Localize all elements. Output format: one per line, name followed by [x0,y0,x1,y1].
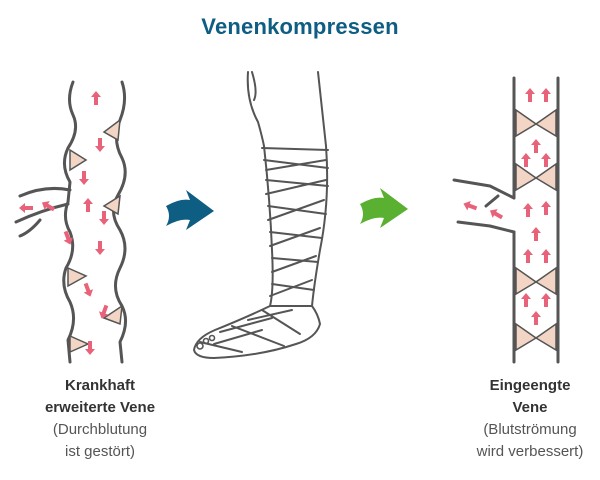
blood-flow-arrow-icon [523,249,533,263]
diagram-title: Venenkompressen [201,14,399,39]
caption-dilated-vein: Krankhaft erweiterte Vene (Durchblutung … [20,375,180,463]
caption-right-line3: (Blutströmung [483,421,577,438]
caption-narrowed-vein: Eingeengte Vene (Blutströmung wird verbe… [455,375,600,463]
blood-flow-arrow-icon [95,241,105,255]
vein-valves-left [67,118,123,354]
caption-right-line4: wird verbessert) [476,443,584,460]
caption-right-line2: Vene [512,399,548,416]
blood-flow-arrow-icon [541,201,551,215]
bandaged-leg-icon [193,71,329,359]
toes [196,334,216,350]
caption-left-line3: (Durchblutung [52,421,148,438]
blood-flow-arrow-icon [531,311,541,325]
blood-flow-arrow-icon [525,88,535,102]
blood-flow-arrow-icon [541,88,551,102]
caption-left-line1: Krankhaft [64,377,135,394]
blood-flow-arrow-icon [85,341,95,355]
blood-flow-arrow-icon [489,209,504,220]
blood-flow-arrow-icon [99,211,109,225]
process-arrow-green [360,188,408,228]
blood-flow-arrow-icon [531,227,541,241]
caption-left-line4: ist gestört) [64,443,136,460]
caption-left-line2: erweiterte Vene [44,399,156,416]
blood-flow-arrow-icon [531,139,541,153]
blood-flow-arrow-icon [79,171,89,185]
blood-flow-arrow-icon [19,203,33,213]
blood-flow-arrow-icon [98,304,109,319]
blood-flow-arrow-icon [463,200,478,211]
blood-flow-arrow-icon [521,293,531,307]
blood-flow-arrows [19,88,551,355]
blood-flow-arrow-icon [63,230,74,245]
blood-flow-arrow-icon [541,249,551,263]
vein-valves-right [515,108,557,352]
blood-flow-arrow-icon [541,293,551,307]
caption-right-line1: Eingeengte [489,377,571,394]
blood-flow-arrow-icon [541,153,551,167]
blood-flow-arrow-icon [83,198,93,212]
blood-flow-arrow-icon [521,153,531,167]
blood-flow-arrow-icon [91,91,101,105]
blood-flow-arrow-icon [95,138,105,152]
blood-flow-arrow-icon [41,201,56,212]
process-arrow-blue [166,190,214,230]
blood-flow-arrow-icon [523,203,533,217]
narrowed-vein-icon [452,76,560,364]
blood-flow-arrow-icon [83,282,94,297]
